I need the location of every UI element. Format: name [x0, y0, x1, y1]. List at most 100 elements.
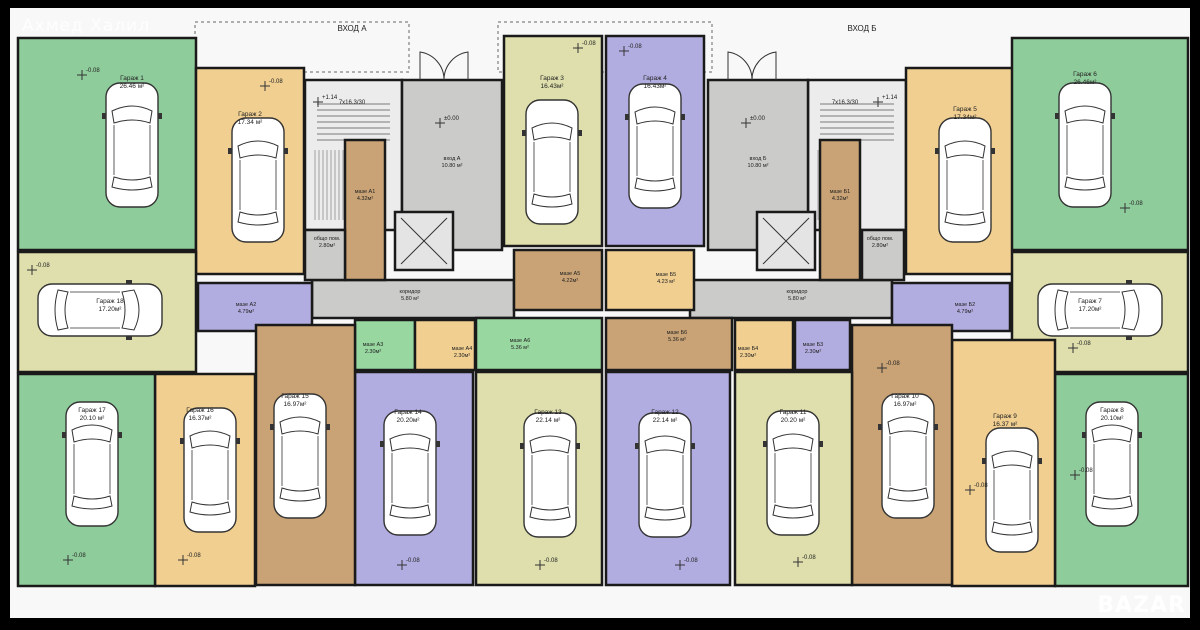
level-mark: -0.08 — [573, 41, 596, 53]
svg-text:-0.08: -0.08 — [36, 263, 50, 269]
room-10 — [512, 248, 604, 312]
car-icon — [878, 393, 938, 519]
svg-text:-0.08: -0.08 — [1129, 201, 1143, 207]
svg-text:-0.08: -0.08 — [72, 553, 86, 559]
room-area: 2.80м² — [872, 243, 888, 249]
garage-area: 16.97м² — [894, 401, 918, 408]
car-icon — [763, 410, 823, 536]
room-16 — [303, 228, 347, 282]
car-icon — [1082, 401, 1142, 527]
level-mark: +1.14 — [313, 95, 338, 107]
room-name: мазе А3 — [363, 342, 384, 348]
watermark: Ахмед Халил — [22, 16, 150, 36]
room-area: 2.30м² — [454, 353, 470, 359]
garage-name: Гараж 4 — [643, 75, 667, 82]
garage-area: 17.34м² — [954, 114, 978, 121]
room-name: мазе Б2 — [955, 302, 976, 308]
level-mark: -0.08 — [619, 44, 642, 56]
garage-name: Гараж 3 — [540, 75, 564, 82]
garage-name: Гараж 14 — [394, 409, 422, 416]
room-area: 5.36 м² — [511, 345, 529, 351]
room-area: 4.32м² — [832, 196, 848, 202]
room-name: мазе Б4 — [738, 346, 759, 352]
car-icon — [380, 410, 440, 536]
garage-area: 16.97м² — [284, 401, 308, 408]
room-13 — [733, 318, 795, 372]
garage-area: 22.14 м² — [653, 417, 679, 424]
room-7 — [890, 281, 1012, 333]
garage-name: Гараж 1 — [120, 75, 144, 82]
garage-area: 16.43м² — [644, 83, 668, 90]
room-name: мазе А4 — [452, 346, 473, 352]
car-icon — [1037, 280, 1163, 340]
garage-name: Гараж 9 — [993, 413, 1017, 420]
room-area: 4.32м² — [357, 196, 373, 202]
room-area: 2.30м² — [740, 353, 756, 359]
room-area: 2.30м² — [805, 349, 821, 355]
level-mark: -0.08 — [63, 553, 86, 565]
svg-text:-0.08: -0.08 — [269, 79, 283, 85]
car-icon — [180, 407, 240, 533]
car-icon — [522, 99, 582, 225]
level-mark: ±0.00 — [741, 116, 766, 128]
car-icon — [102, 82, 162, 208]
svg-text:-0.08: -0.08 — [802, 555, 816, 561]
room-14 — [604, 248, 696, 312]
site-logo: BAZAR — [1097, 593, 1186, 618]
svg-text:±0.00: ±0.00 — [750, 116, 766, 122]
room-name: мазе Б1 — [830, 189, 851, 195]
room-area: 2.30м² — [365, 349, 381, 355]
room-area: 4.79м² — [238, 309, 254, 315]
garage-name: Гараж 11 — [780, 409, 807, 416]
garage-area: 20.20м² — [397, 417, 421, 424]
car-icon — [270, 393, 330, 519]
level-mark: -0.08 — [535, 558, 558, 570]
garage-name: Гараж 6 — [1073, 71, 1097, 78]
entrance-a-label: ВХОД А — [337, 24, 367, 33]
room-name: мазе А2 — [236, 302, 257, 308]
svg-text:+1.14: +1.14 — [322, 95, 338, 101]
room-area: 5.80 м² — [788, 296, 806, 302]
room-area: 10.80 м² — [442, 163, 463, 169]
room-name: вход А — [444, 156, 461, 162]
room-11 — [474, 316, 604, 372]
svg-text:-0.08: -0.08 — [187, 553, 201, 559]
svg-text:±0.00: ±0.00 — [444, 116, 460, 122]
entrance-door — [419, 51, 469, 81]
room-12 — [793, 318, 852, 372]
svg-text:-0.08: -0.08 — [886, 361, 900, 367]
room-5 — [818, 138, 862, 282]
room-area: 4.22м² — [562, 278, 578, 284]
room-name: коридор — [400, 289, 421, 295]
room-name: общо пом. — [314, 236, 341, 242]
room-name: мазе А1 — [355, 189, 376, 195]
garage-area: 22.14 м² — [536, 417, 562, 424]
garage-name: Гараж 2 — [238, 111, 262, 118]
level-mark: -0.08 — [1120, 201, 1143, 213]
svg-text:-0.08: -0.08 — [1077, 341, 1091, 347]
level-mark: -0.08 — [877, 361, 900, 373]
entrance-door — [727, 51, 777, 81]
room-name: мазе Б5 — [656, 272, 677, 278]
level-mark: +1.14 — [873, 95, 898, 107]
level-mark: -0.08 — [675, 558, 698, 570]
level-mark: -0.08 — [77, 68, 100, 80]
garage-name: Гараж 18 — [96, 298, 124, 305]
car-icon — [37, 280, 163, 340]
room-area: 5.80 м² — [401, 296, 419, 302]
svg-text:-0.08: -0.08 — [544, 558, 558, 564]
room-name: вход Б — [750, 156, 767, 162]
room-name: мазе А5 — [560, 271, 581, 277]
garage-area: 20.20 м² — [781, 417, 807, 424]
garage-area: 16.37 м² — [993, 421, 1019, 428]
svg-text:-0.08: -0.08 — [628, 44, 642, 50]
garage-name: Гараж 8 — [1100, 407, 1124, 414]
garage-area: 20.10 м² — [80, 415, 106, 422]
garage-area: 26.46м² — [1074, 79, 1098, 86]
room-4 — [343, 138, 387, 282]
garage-area: 16.43м² — [541, 83, 565, 90]
garage-area: 17.20м² — [99, 306, 123, 313]
garage-name: Гараж 15 — [281, 393, 309, 400]
car-icon — [62, 401, 122, 527]
